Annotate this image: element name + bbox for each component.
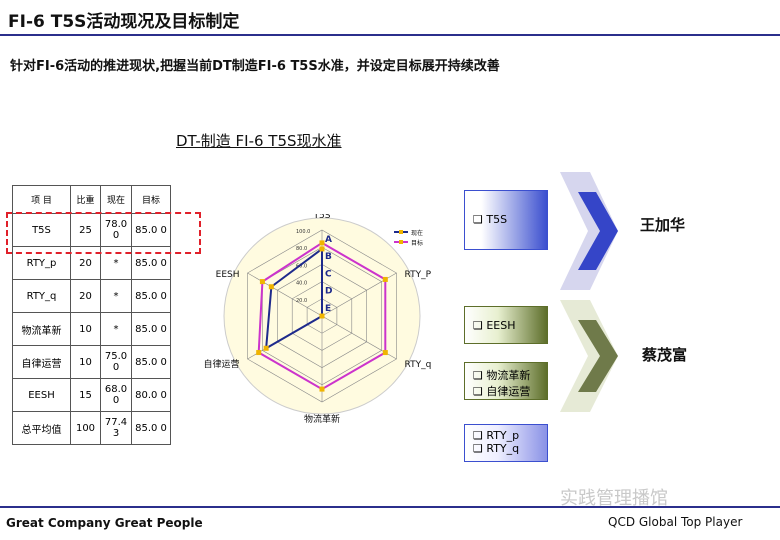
col-header-item: 项 目 bbox=[12, 185, 71, 214]
cell: 100 bbox=[70, 411, 101, 445]
block-item: ❑ RTY_p bbox=[473, 429, 520, 442]
cell: 15 bbox=[70, 378, 101, 412]
t5s-row-highlight bbox=[6, 212, 201, 254]
legend-marker bbox=[399, 240, 403, 244]
cell: * bbox=[100, 279, 132, 313]
radar-axis-label: RTY_P bbox=[404, 270, 431, 280]
col-header-current: 现在 bbox=[100, 185, 132, 214]
cell: T5S bbox=[12, 213, 71, 247]
radar-point bbox=[256, 350, 262, 356]
radar-tick-label: 20.0 bbox=[296, 298, 307, 304]
table-row: 总平均值 100 77.4 3 85.0 0 bbox=[12, 411, 171, 445]
cell: 85.0 0 bbox=[131, 246, 171, 280]
table-header-row: 项 目 比重 现在 目标 bbox=[12, 185, 171, 214]
block-item: ❑ T5S bbox=[473, 213, 508, 226]
radar-axis-label: RTY_q bbox=[404, 360, 431, 370]
cell: 物流革新 bbox=[12, 312, 71, 346]
cell: RTY_p bbox=[12, 246, 71, 280]
col-header-target: 目标 bbox=[131, 185, 171, 214]
cell: 10 bbox=[70, 312, 101, 346]
radar-point bbox=[382, 350, 388, 356]
cell: 85.0 0 bbox=[131, 312, 171, 346]
radar-level-label: C bbox=[325, 269, 332, 279]
owner-name: 蔡茂富 bbox=[642, 346, 688, 364]
radar-point bbox=[263, 345, 269, 351]
radar-level-label: B bbox=[325, 252, 332, 262]
owner-block-rty: ❑ RTY_p ❑ RTY_q bbox=[464, 424, 548, 462]
cell: 总平均值 bbox=[12, 411, 71, 445]
radar-point bbox=[382, 276, 388, 282]
cell: 20 bbox=[70, 279, 101, 313]
score-table: 项 目 比重 现在 目标 T5S 25 78.0 0 85.0 0 RTY_p … bbox=[12, 185, 171, 445]
subtitle: 针对FI-6活动的推进现状,把握当前DT制造FI-6 T5S水准，并设定目标展开… bbox=[10, 59, 500, 74]
cell: 10 bbox=[70, 345, 101, 379]
table-row: RTY_p 20 * 85.0 0 bbox=[12, 246, 171, 280]
radar-axis-label: 物流革新 bbox=[304, 413, 340, 425]
radar-axis-label: T5S bbox=[313, 214, 331, 221]
footer-left: Great Company Great People bbox=[6, 516, 203, 530]
title-divider bbox=[0, 34, 780, 36]
cell: 85.0 0 bbox=[131, 279, 171, 313]
col-header-weight: 比重 bbox=[70, 185, 101, 214]
cell: 68.0 0 bbox=[100, 378, 132, 412]
page-title: FI-6 T5S活动现况及目标制定 bbox=[8, 12, 240, 32]
table-row: EESH 15 68.0 0 80.0 0 bbox=[12, 378, 171, 412]
radar-tick-label: 40.0 bbox=[296, 281, 307, 287]
radar-level-label: E bbox=[325, 304, 331, 314]
cell: RTY_q bbox=[12, 279, 71, 313]
radar-point bbox=[259, 279, 265, 285]
cell: 75.0 0 bbox=[100, 345, 132, 379]
cell: 77.4 3 bbox=[100, 411, 132, 445]
radar-point bbox=[319, 246, 325, 252]
table-row: RTY_q 20 * 85.0 0 bbox=[12, 279, 171, 313]
owner-block-t5s: ❑ T5S bbox=[464, 190, 548, 250]
radar-tick-label: 80.0 bbox=[296, 246, 307, 252]
cell: 自律运营 bbox=[12, 345, 71, 379]
radar-level-label: A bbox=[325, 235, 332, 245]
cell: 85.0 0 bbox=[131, 345, 171, 379]
chart-title: DT-制造 FI-6 T5S现水准 bbox=[176, 132, 342, 150]
radar-point bbox=[268, 284, 274, 290]
block-item: ❑ 物流革新 bbox=[473, 369, 531, 382]
radar-level-label: D bbox=[325, 287, 332, 297]
owner-name: 王加华 bbox=[640, 216, 686, 234]
table-row: T5S 25 78.0 0 85.0 0 bbox=[12, 213, 171, 247]
arrow-chevron-icon bbox=[560, 300, 618, 412]
cell: 85.0 0 bbox=[131, 213, 171, 247]
radar-tick-label: 60.0 bbox=[296, 263, 307, 269]
title-bar: FI-6 T5S活动现况及目标制定 bbox=[0, 0, 780, 38]
radar-axis-label: EESH bbox=[216, 270, 240, 280]
block-item: ❑ RTY_q bbox=[473, 442, 520, 455]
cell: EESH bbox=[12, 378, 71, 412]
arrow-chevron-icon bbox=[560, 172, 618, 290]
radar-tick-label: 100.0 bbox=[296, 229, 310, 235]
cell: 85.0 0 bbox=[131, 411, 171, 445]
legend-label: 现在 bbox=[411, 229, 423, 237]
cell: 20 bbox=[70, 246, 101, 280]
radar-point bbox=[319, 313, 325, 319]
owner-block-logistics: ❑ 物流革新 ❑ 自律运营 bbox=[464, 362, 548, 400]
cell: * bbox=[100, 312, 132, 346]
cell: 80.0 0 bbox=[131, 378, 171, 412]
owner-block-eesh: ❑ EESH bbox=[464, 306, 548, 344]
watermark: 实践管理播馆 bbox=[560, 488, 668, 509]
radar-axis-label: 自律运营 bbox=[204, 358, 240, 370]
footer-right: QCD Global Top Player bbox=[608, 515, 743, 529]
block-item: ❑ 自律运营 bbox=[473, 385, 531, 398]
radar-point bbox=[319, 386, 325, 392]
table-row: 物流革新 10 * 85.0 0 bbox=[12, 312, 171, 346]
footer-divider bbox=[0, 506, 780, 508]
table-row: 自律运营 10 75.0 0 85.0 0 bbox=[12, 345, 171, 379]
block-item: ❑ EESH bbox=[473, 319, 516, 332]
legend-marker bbox=[399, 230, 403, 234]
cell: 25 bbox=[70, 213, 101, 247]
legend-label: 目标 bbox=[411, 239, 423, 247]
radar-point bbox=[319, 240, 325, 246]
